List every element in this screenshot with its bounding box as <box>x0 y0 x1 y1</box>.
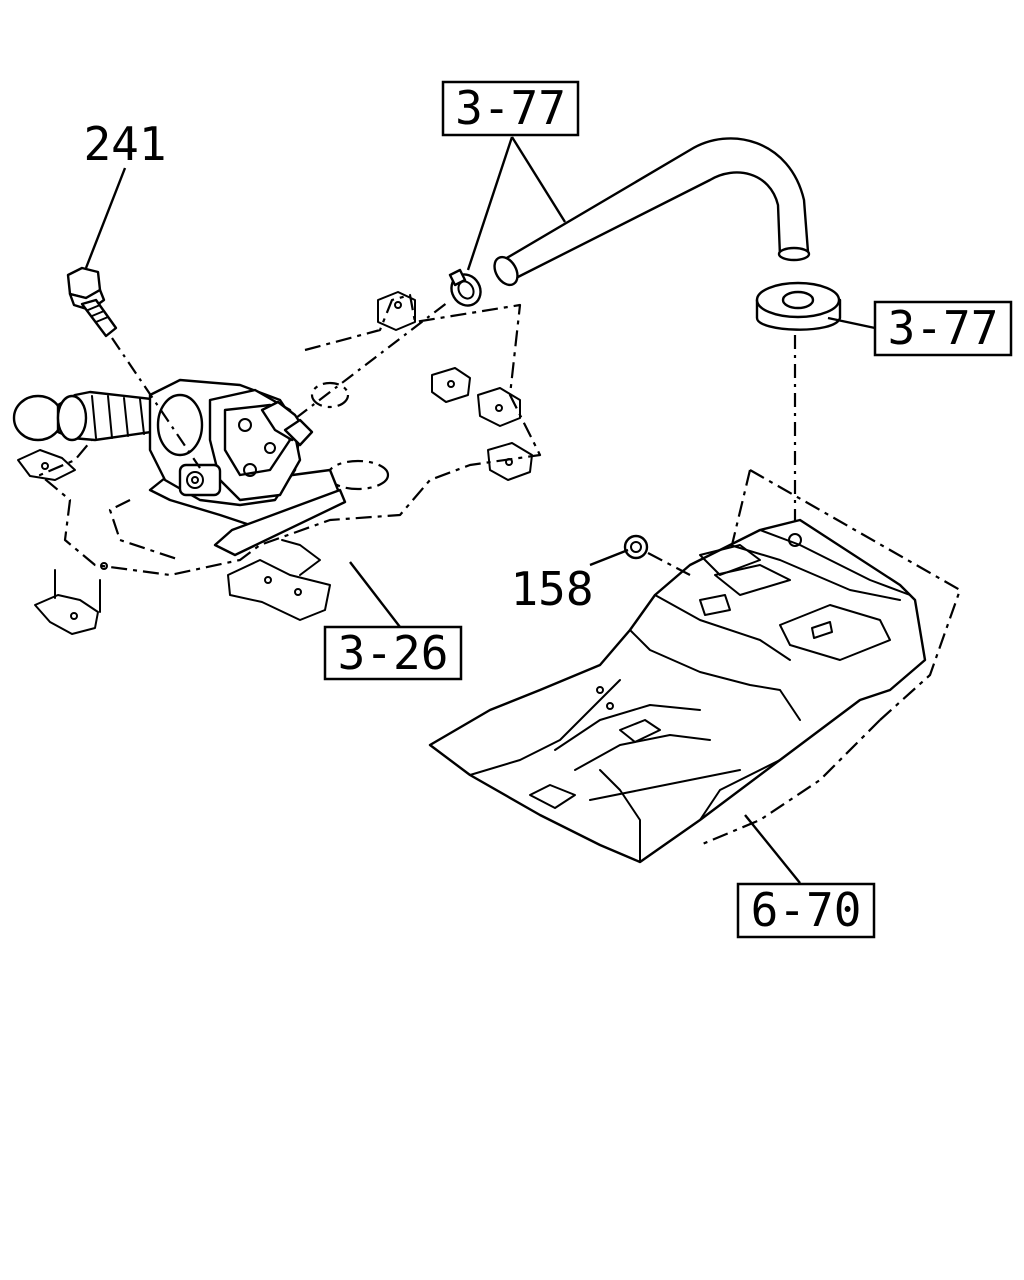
hose-clamp <box>448 268 482 307</box>
floor-panel <box>428 469 962 864</box>
pump-assembly <box>12 378 347 557</box>
callout-3-77-top: 3-77 <box>441 80 580 137</box>
grommet <box>755 281 842 535</box>
washer-158 <box>623 534 691 576</box>
callout-3-77-right: 3-77 <box>873 300 1013 357</box>
callout-3-77-top-label: 3-77 <box>455 81 566 135</box>
hose-assembly <box>493 137 811 287</box>
part-number-241: 241 <box>83 117 166 171</box>
bracket-assembly-phantom <box>17 291 542 635</box>
bolt-241 <box>66 266 201 469</box>
callout-3-26: 3-26 <box>323 625 463 681</box>
callout-3-77-right-label: 3-77 <box>888 301 999 355</box>
callout-3-26-label: 3-26 <box>338 626 449 680</box>
callout-6-70-label: 6-70 <box>751 883 862 937</box>
part-number-158: 158 <box>510 562 593 616</box>
callout-6-70: 6-70 <box>736 882 876 939</box>
leader-lines <box>84 136 876 884</box>
